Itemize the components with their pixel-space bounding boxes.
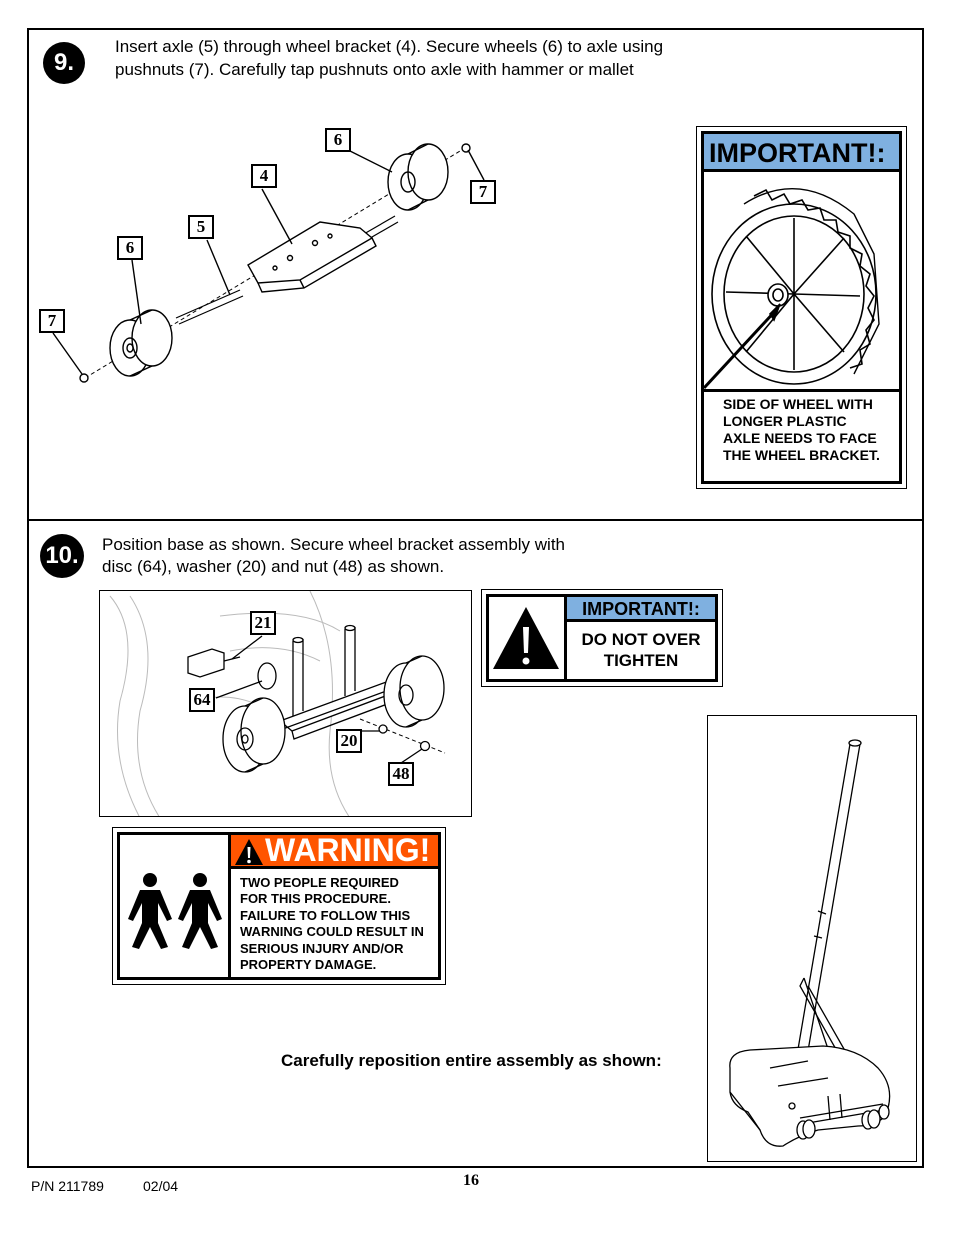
- callout-washer-20: 20: [336, 729, 362, 753]
- footer-part-number: P/N 211789: [31, 1178, 104, 1194]
- step-9-number: 9.: [43, 42, 85, 84]
- reposition-instruction: Carefully reposition entire assembly as …: [281, 1051, 662, 1070]
- step-10-instruction-line2: disc (64), washer (20) and nut (48) as s…: [102, 557, 445, 576]
- callout-bolt-21: 21: [250, 611, 276, 635]
- warning-panel-inner: WARNING! TWO PEOPLE REQUIRED FOR THIS PR…: [117, 832, 441, 980]
- important-tighten-panel: [481, 589, 723, 687]
- warning-line-2: FOR THIS PROCEDURE.: [240, 891, 391, 907]
- important-wheel-panel-inner: IMPORTANT!: SIDE OF WHEEL WITH LONGER PL…: [701, 131, 902, 484]
- exclamation-triangle-box: [489, 597, 567, 679]
- warning-panel: [112, 827, 446, 985]
- callout-pushnut-7-right: 7: [470, 180, 496, 204]
- step-9-instruction-line1: Insert axle (5) through wheel bracket (4…: [115, 37, 664, 56]
- step-10-instruction: Position base as shown. Secure wheel bra…: [102, 534, 565, 578]
- warning-line-6: PROPERTY DAMAGE.: [240, 957, 377, 973]
- caption-line-1: SIDE OF WHEEL WITH: [723, 396, 873, 412]
- axle-assembly-diagram: [52, 143, 485, 383]
- warning-line-4: WARNING COULD RESULT IN: [240, 924, 424, 940]
- two-people-box: [120, 835, 231, 977]
- warning-header: WARNING!: [231, 832, 438, 869]
- warning-line-1: TWO PEOPLE REQUIRED: [240, 875, 399, 890]
- warning-triangle-icon: [235, 839, 263, 865]
- tighten-line-1: DO NOT OVER: [581, 630, 701, 649]
- repositioned-assembly-drawing: [729, 739, 891, 1147]
- callout-wheel-6-bottom: 6: [117, 236, 143, 260]
- exclamation-triangle-icon: [493, 607, 559, 669]
- tighten-line-2: TIGHTEN: [603, 651, 679, 670]
- callout-pushnut-7-left: 7: [39, 309, 65, 333]
- callout-axle-5: 5: [188, 215, 214, 239]
- step-9-instruction-line2: pushnuts (7). Carefully tap pushnuts ont…: [115, 60, 634, 79]
- two-people-icon: [128, 873, 222, 949]
- callout-nut-48: 48: [388, 762, 414, 786]
- page-number: 16: [463, 1172, 479, 1189]
- callout-bracket-4: 4: [251, 164, 277, 188]
- caption-line-2: LONGER PLASTIC: [723, 413, 847, 429]
- section-divider: [27, 519, 924, 521]
- important-tighten-heading: IMPORTANT!:: [567, 597, 715, 622]
- repositioned-assembly-diagram: [707, 715, 917, 1162]
- important-heading: IMPORTANT!:: [704, 134, 899, 172]
- wheel-illustration: [702, 188, 880, 390]
- base-assembly-diagram: [99, 590, 472, 817]
- base-assembly-drawing: [109, 591, 446, 816]
- caption-line-4: THE WHEEL BRACKET.: [723, 447, 880, 463]
- important-caption-divider: [704, 389, 899, 392]
- warning-heading: WARNING!: [265, 832, 431, 868]
- warning-line-5: SERIOUS INJURY AND/OR: [240, 940, 404, 956]
- warning-text: TWO PEOPLE REQUIRED FOR THIS PROCEDURE. …: [240, 875, 424, 973]
- callout-wheel-6-top: 6: [325, 128, 351, 152]
- important-tighten-text: DO NOT OVER TIGHTEN: [567, 629, 715, 671]
- warning-line-3: FAILURE TO FOLLOW THIS: [240, 907, 411, 923]
- step-10-instruction-line1: Position base as shown. Secure wheel bra…: [102, 535, 566, 554]
- caption-line-3: AXLE NEEDS TO FACE: [723, 430, 877, 446]
- step-9-instruction: Insert axle (5) through wheel bracket (4…: [115, 35, 663, 81]
- important-wheel-panel: [696, 126, 907, 489]
- step-10-number: 10.: [40, 534, 84, 578]
- page-frame: [27, 28, 924, 1168]
- callout-disc-64: 64: [189, 688, 215, 712]
- footer-date: 02/04: [143, 1178, 179, 1194]
- important-tighten-panel-inner: IMPORTANT!: DO NOT OVER TIGHTEN: [486, 594, 718, 682]
- important-wheel-caption: SIDE OF WHEEL WITH LONGER PLASTIC AXLE N…: [723, 396, 880, 464]
